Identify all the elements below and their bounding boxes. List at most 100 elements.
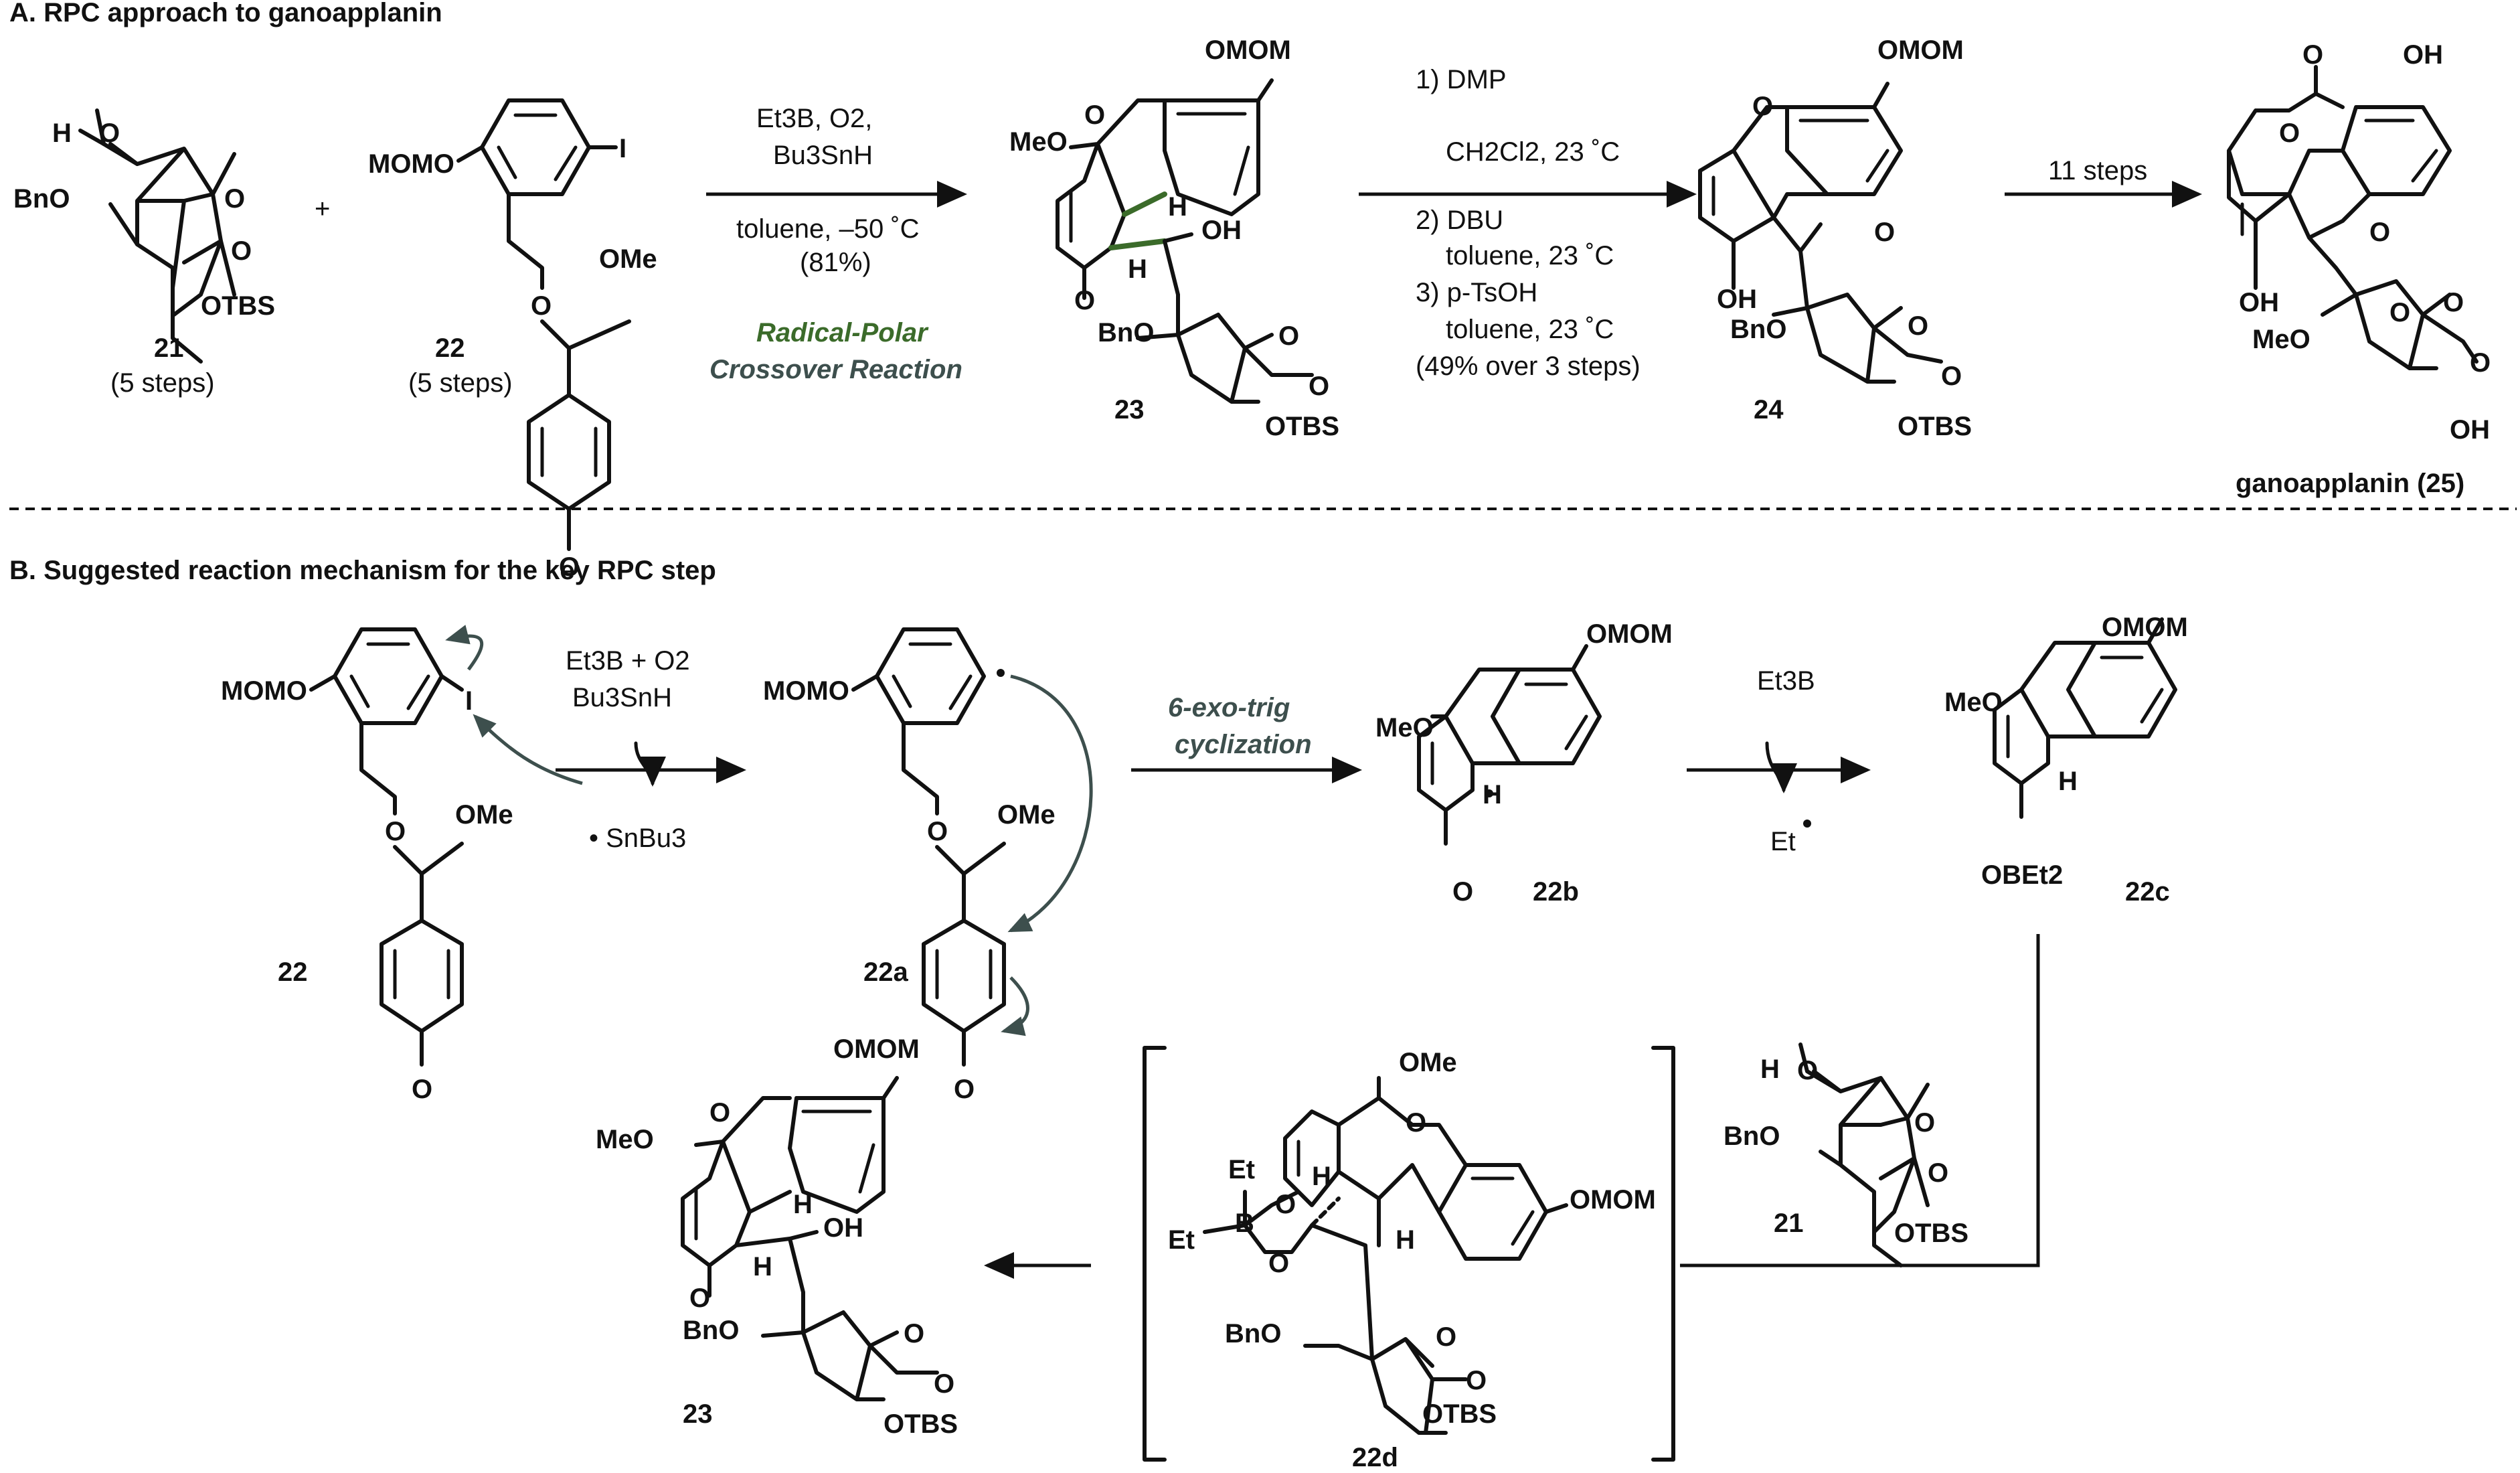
atom-label: O bbox=[1452, 877, 1473, 907]
atom-label: BnO bbox=[13, 184, 70, 214]
atom-label: O bbox=[2279, 119, 2300, 148]
atom-label: OMe bbox=[455, 800, 513, 830]
atom-label: OH bbox=[1717, 285, 1757, 314]
atom-label: O bbox=[904, 1319, 924, 1348]
compound-number: 22 bbox=[278, 957, 308, 987]
atom-label: H bbox=[1312, 1162, 1331, 1191]
atom-label: OTBS bbox=[1265, 412, 1339, 441]
reaction-arrow-rpc: Et3B, O2, Bu3SnH toluene, –50 ˚C (81%) R… bbox=[706, 104, 967, 384]
reaction-name-line: Crossover Reaction bbox=[709, 355, 962, 384]
atom-label: O bbox=[1941, 362, 1962, 391]
atom-label: H bbox=[52, 119, 72, 148]
atom-label: O bbox=[1275, 1190, 1296, 1219]
reaction-arrow-cyclization: 6-exo-trig cyclization bbox=[1131, 693, 1362, 783]
atom-label: H bbox=[1168, 192, 1187, 222]
compound-25-structure: O OH O O OH MeO O O O OH ganoapplanin (2… bbox=[2227, 40, 2491, 498]
reagent-line: Et3B bbox=[1757, 666, 1815, 696]
step-count-note: (5 steps) bbox=[110, 368, 215, 398]
compound-22c-structure: OMOM MeO H OBEt2 22c bbox=[1944, 613, 2188, 907]
atom-label: O bbox=[1908, 311, 1928, 341]
panel-b-header: B. Suggested reaction mechanism for the … bbox=[9, 556, 716, 585]
cyclization-label: 6-exo-trig bbox=[1168, 693, 1290, 722]
atom-label: OBEt2 bbox=[1981, 860, 2063, 890]
compound-number: 24 bbox=[1754, 395, 1784, 424]
atom-label: OH bbox=[823, 1213, 863, 1243]
panel-a-header: A. RPC approach to ganoapplanin bbox=[9, 0, 442, 27]
reagent-line: Bu3SnH bbox=[572, 683, 672, 712]
atom-label: O bbox=[99, 119, 120, 148]
atom-label: OMOM bbox=[833, 1034, 920, 1064]
atom-label: O bbox=[1406, 1108, 1426, 1138]
atom-label: O bbox=[1268, 1249, 1289, 1278]
reagent-line: Et3B, O2, bbox=[756, 104, 872, 133]
reaction-arrow-three-steps: 1) DMP CH2Cl2, 23 ˚C 2) DBU toluene, 23 … bbox=[1359, 65, 1697, 381]
atom-label: BnO bbox=[1724, 1121, 1780, 1151]
atom-label: MeO bbox=[2252, 325, 2311, 354]
atom-label: OH bbox=[2450, 415, 2490, 445]
step-line: 3) p-TsOH bbox=[1416, 278, 1537, 307]
atom-label: BnO bbox=[1225, 1319, 1281, 1348]
atom-label: O bbox=[1309, 372, 1329, 401]
atom-label: BnO bbox=[1098, 318, 1154, 347]
atom-label: O bbox=[231, 236, 252, 266]
step-line: 1) DMP bbox=[1416, 65, 1507, 94]
atom-label: MeO bbox=[1009, 127, 1068, 157]
atom-label: O bbox=[927, 817, 948, 846]
reaction-arrow-boron-transfer: Et3B Et bbox=[1687, 666, 1871, 856]
compound-number: ganoapplanin (25) bbox=[2236, 469, 2464, 498]
compound-number: 21 bbox=[1774, 1209, 1804, 1238]
atom-label: MeO bbox=[1375, 713, 1434, 743]
atom-label: O bbox=[934, 1369, 954, 1399]
atom-label: OTBS bbox=[884, 1409, 958, 1439]
atom-label: H bbox=[1396, 1225, 1415, 1255]
transition-state-brackets bbox=[1143, 1046, 1675, 1462]
compound-number: 21 bbox=[154, 333, 184, 363]
atom-label: MOMO bbox=[221, 676, 307, 706]
atom-label: O bbox=[1436, 1322, 1456, 1352]
atom-label: BnO bbox=[1730, 315, 1786, 344]
plus-sign: + bbox=[315, 194, 330, 224]
atom-label: OMOM bbox=[1205, 35, 1291, 65]
atom-label: OTBS bbox=[201, 291, 275, 321]
atom-label: I bbox=[465, 686, 473, 716]
step-count-note: (5 steps) bbox=[408, 368, 513, 398]
compound-number: 22c bbox=[2125, 877, 2170, 907]
atom-label: H bbox=[1483, 780, 1502, 809]
atom-label: O bbox=[559, 552, 580, 582]
reagent-line: Bu3SnH bbox=[773, 141, 873, 170]
atom-label: O bbox=[412, 1075, 432, 1104]
atom-label: O bbox=[1466, 1366, 1487, 1395]
yield-text: (81%) bbox=[800, 248, 871, 277]
reagent-line: Et3B + O2 bbox=[566, 646, 690, 676]
compound-21-structure: H O BnO O O OTBS 21 bbox=[1724, 1042, 1968, 1267]
atom-label: OTBS bbox=[1898, 412, 1972, 441]
atom-label: OH bbox=[1201, 216, 1242, 245]
atom-label: O bbox=[1084, 100, 1105, 130]
atom-label: OMe bbox=[1399, 1048, 1457, 1077]
step-line: 2) DBU bbox=[1416, 206, 1503, 235]
atom-label: O bbox=[689, 1284, 710, 1313]
compound-22d-structure: OMe O OMOM Et B O O Et H H BnO O O OTBS … bbox=[1168, 1048, 1656, 1472]
atom-label: O bbox=[385, 817, 406, 846]
atom-label: H bbox=[1760, 1055, 1780, 1084]
step-line: toluene, 23 ˚C bbox=[1446, 315, 1614, 344]
compound-number: 23 bbox=[1114, 395, 1145, 424]
atom-label: Et bbox=[1168, 1225, 1195, 1255]
compound-number: 22d bbox=[1352, 1443, 1398, 1472]
radical-byproduct: • SnBu3 bbox=[589, 824, 686, 853]
atom-label: H bbox=[753, 1252, 772, 1282]
atom-label: O bbox=[1074, 286, 1095, 315]
compound-23-structure: OMOM MeO O H OH O H BnO O O OTBS 23 bbox=[1009, 35, 1339, 441]
reaction-name-line: Radical-Polar bbox=[756, 318, 929, 347]
compound-number: 22b bbox=[1533, 877, 1579, 907]
atom-label: O bbox=[1914, 1108, 1935, 1138]
atom-label: O bbox=[2470, 348, 2491, 378]
step-line: CH2Cl2, 23 ˚C bbox=[1446, 137, 1620, 167]
step-line: toluene, 23 ˚C bbox=[1446, 241, 1614, 270]
atom-label: O bbox=[1928, 1158, 1948, 1188]
atom-label: OMOM bbox=[2102, 613, 2188, 642]
atom-label: O bbox=[531, 291, 552, 321]
atom-label: O bbox=[954, 1075, 975, 1104]
reaction-arrow-eleven-steps: 11 steps bbox=[2005, 156, 2202, 208]
reaction-arrow-initiation: Et3B + O2 Bu3SnH • SnBu3 bbox=[556, 646, 746, 853]
